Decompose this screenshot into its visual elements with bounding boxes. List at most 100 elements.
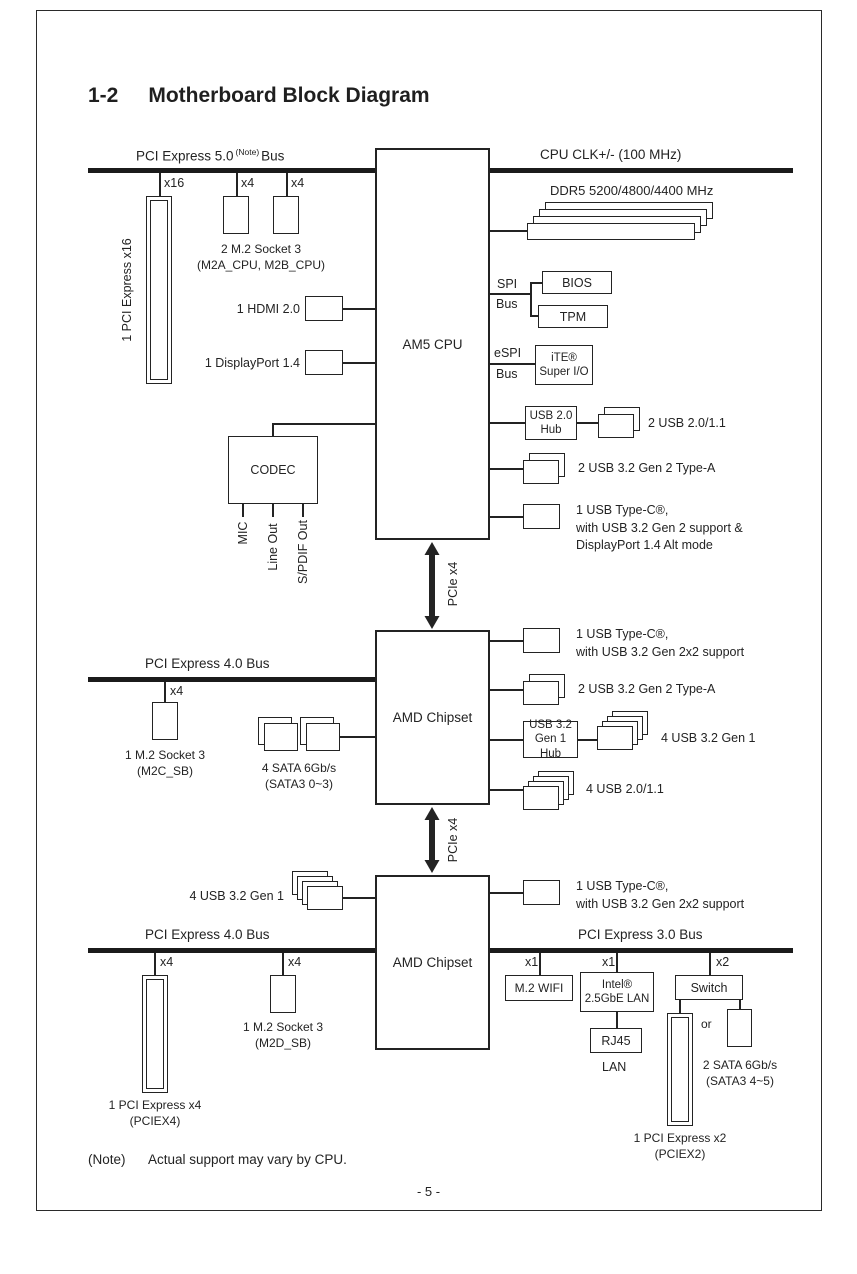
sata-chipset-line [340, 736, 375, 738]
or-label: or [701, 1017, 712, 1031]
text-line: with USB 3.2 Gen 2x2 support [576, 896, 745, 911]
m2a-slot [223, 196, 249, 234]
typec-cpu-line [490, 516, 523, 518]
text-line: with USB 3.2 Gen 2x2 support [576, 644, 745, 659]
typec-cs1-line [490, 640, 523, 642]
caption-line: (M2A_CPU, M2B_CPU) [196, 258, 326, 273]
usb32g1-cs1-label: 4 USB 3.2 Gen 1 [661, 731, 756, 745]
espi-bus-word: Bus [496, 367, 518, 381]
spi-bus-line [490, 293, 530, 295]
cpu-dimm-line [490, 230, 527, 232]
hdmi-port [305, 296, 343, 321]
super-io-line2: Super I/O [539, 366, 589, 378]
dimm-card [527, 223, 695, 240]
usb2-hub-in-line [490, 422, 525, 424]
lan-x1-label: x1 [602, 955, 616, 969]
chipset2-bus-left-label: PCI Express 4.0 Bus [145, 927, 270, 942]
section-heading: 1-2 Motherboard Block Diagram [88, 84, 430, 108]
note-text: Actual support may vary by CPU. [148, 1152, 347, 1167]
gen1hub-line1: USB 3.2 [529, 718, 572, 731]
spi-bus-word: Bus [496, 297, 518, 311]
caption-line: (M2C_SB) [136, 764, 193, 779]
caption-line: 1 M.2 Socket 3 [242, 1020, 324, 1034]
text-line: with USB 3.2 Gen 2 support & [576, 520, 743, 535]
cpu-clk-bus-line [490, 168, 793, 173]
chipset2-bus-right-label: PCI Express 3.0 Bus [578, 927, 703, 942]
m2d-slot [270, 975, 296, 1013]
m2a-branch-line [236, 173, 238, 196]
dp-label: 1 DisplayPort 1.4 [204, 356, 300, 370]
usb32g1-cs2-line [343, 897, 375, 899]
text-line: 1 USB Type-C®, [576, 879, 669, 893]
usb32g2-cpu-line [490, 468, 523, 470]
amd-chipset1-box: AMD Chipset [375, 630, 490, 805]
pciex2-branch-line [679, 1000, 681, 1013]
bios-box: BIOS [542, 271, 612, 294]
pcie5-bus-note-sup: (Note) [235, 147, 260, 157]
sata-caption: 4 SATA 6Gb/s (SATA3 0~3) [247, 760, 351, 792]
pcie5-bus-suffix: Bus [261, 148, 285, 164]
port-card [307, 886, 343, 910]
page-number: - 5 - [416, 1184, 441, 1199]
espi-bus-line [490, 363, 535, 365]
rj45-box: RJ45 [590, 1028, 642, 1053]
ddr5-label: DDR5 5200/4800/4400 MHz [550, 183, 714, 198]
dp-port [305, 350, 343, 375]
pciex4-x4-label: x4 [160, 955, 174, 969]
sata2-caption: 2 SATA 6Gb/s (SATA3 4~5) [688, 1057, 792, 1089]
tpm-stub-line [530, 315, 538, 317]
sata-card [306, 723, 340, 751]
usb32g2-cs1-label: 2 USB 3.2 Gen 2 Type-A [578, 682, 716, 696]
caption-line: 4 SATA 6Gb/s [261, 761, 337, 775]
pcie5-bus-line [88, 168, 375, 173]
m2-wifi-box: M.2 WIFI [505, 975, 573, 1001]
section-number: 1-2 [88, 84, 119, 107]
m2c-branch-line [164, 682, 166, 702]
wifi-x1-label: x1 [525, 955, 539, 969]
pciex4-branch-line [154, 953, 156, 975]
m2-cpu-caption: 2 M.2 Socket 3 (M2A_CPU, M2B_CPU) [181, 241, 341, 273]
caption-line: (PCIEX2) [654, 1147, 706, 1162]
usb2-hub-line2: Hub [540, 424, 562, 436]
typec-cs2-label: 1 USB Type-C®, with USB 3.2 Gen 2x2 supp… [576, 878, 744, 913]
amd-chipset2-box: AMD Chipset [375, 875, 490, 1050]
sata-card [264, 723, 298, 751]
pcie-link1-label: PCIe x4 [446, 561, 460, 607]
m2d-branch-line [282, 953, 284, 975]
usb2-hub-box: USB 2.0 Hub [525, 406, 577, 440]
caption-line: (M2D_SB) [254, 1036, 311, 1051]
usb2-cpu-label: 2 USB 2.0/1.1 [648, 416, 726, 430]
chipset1-bus-line [88, 677, 375, 682]
codec-cpu-line [272, 423, 375, 425]
pciex2-slot-inner [671, 1017, 689, 1122]
lan-branch-line [616, 953, 618, 972]
m2d-x4-label: x4 [288, 955, 302, 969]
gen1hub-box: USB 3.2 Gen 1 Hub [523, 718, 578, 760]
caption-line: (SATA3 0~3) [265, 777, 333, 792]
pciex2-slot [667, 1013, 693, 1126]
pciex4-slot-inner [146, 979, 164, 1089]
espi-label: eSPI [494, 346, 522, 360]
mic-label: MIC [236, 521, 250, 545]
chipset1-bus-label: PCI Express 4.0 Bus [145, 656, 270, 671]
m2d-caption: 1 M.2 Socket 3 (M2D_SB) [231, 1019, 335, 1051]
text-line: 1 USB Type-C®, [576, 627, 669, 641]
x16-branch-line [159, 173, 161, 196]
port-card [523, 786, 559, 810]
m2a-x4-label: x4 [241, 176, 255, 190]
usb32g2-cpu-label: 2 USB 3.2 Gen 2 Type-A [578, 461, 716, 475]
sata2-port [727, 1009, 752, 1047]
lan-line2: 2.5GbE LAN [584, 993, 650, 1005]
lan-line1: Intel® [601, 978, 633, 991]
codec-top-line [272, 423, 274, 436]
gen1hub-in-line [490, 739, 523, 741]
am5-cpu-box: AM5 CPU [375, 148, 490, 540]
chipset2-bus-right-line [490, 948, 793, 953]
page-title: Motherboard Block Diagram [148, 84, 430, 107]
spi-label: SPI [497, 277, 518, 291]
wifi-branch-line [539, 953, 541, 975]
spdif-line [302, 504, 304, 517]
cpu-clk-label: CPU CLK+/- (100 MHz) [540, 147, 682, 162]
m2b-x4-label: x4 [291, 176, 305, 190]
